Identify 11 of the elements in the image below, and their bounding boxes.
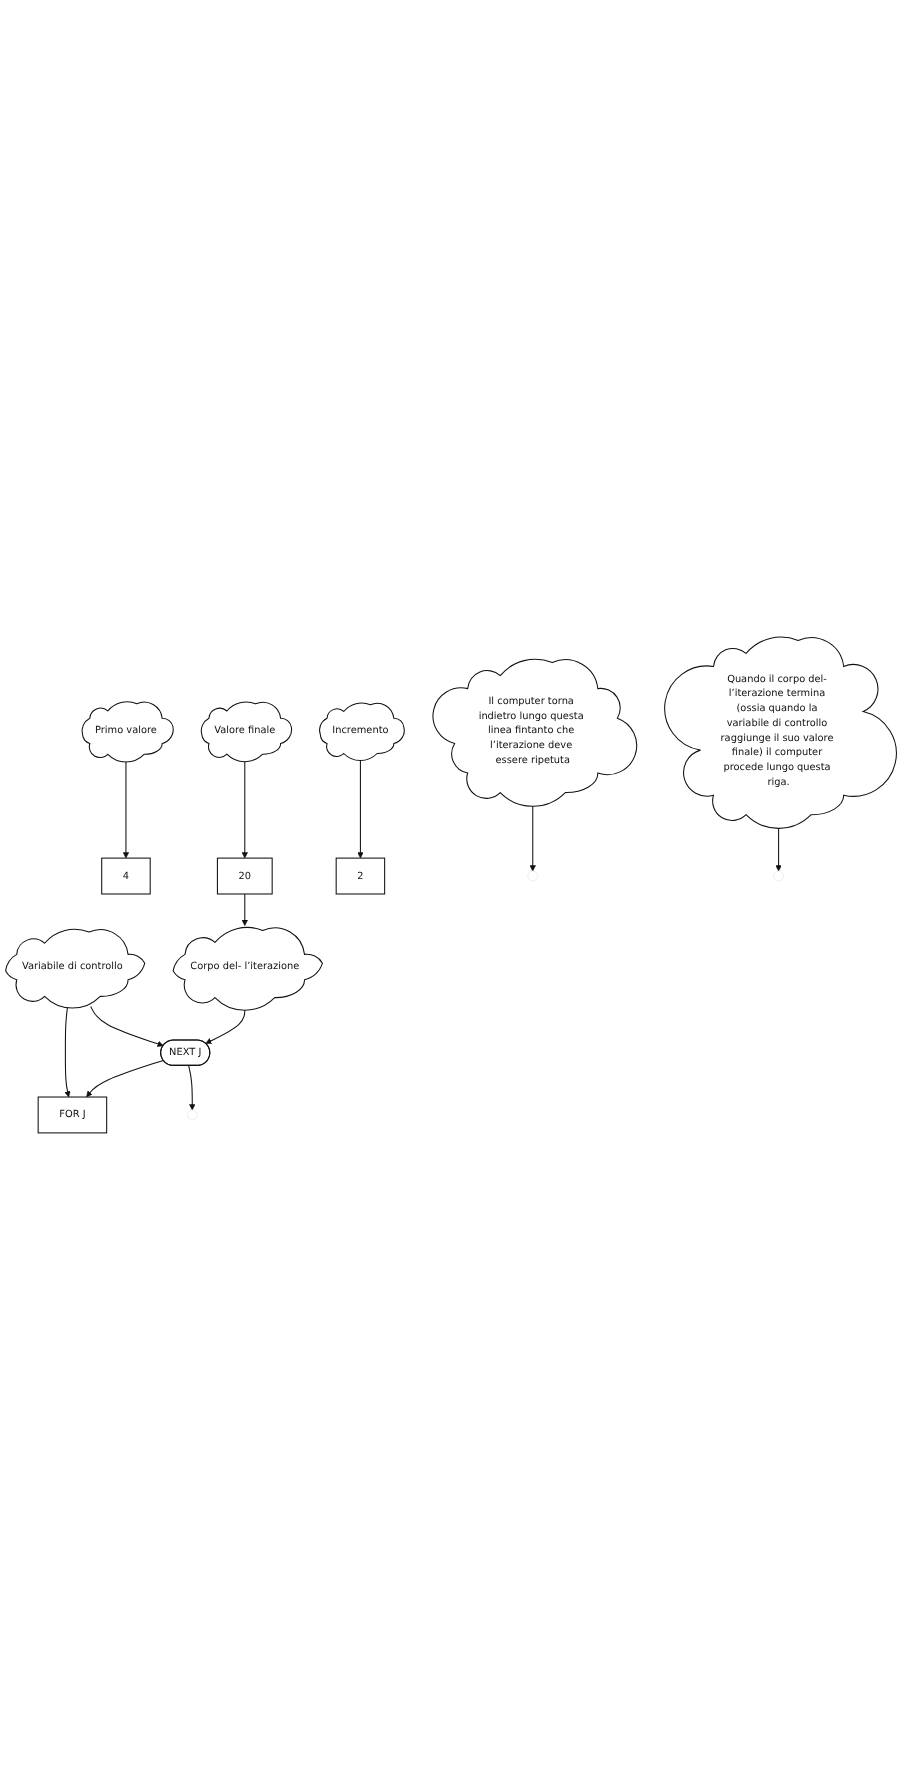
arrow <box>241 760 248 859</box>
arrow <box>188 1065 196 1111</box>
arrow <box>775 825 782 872</box>
arrow <box>205 1007 246 1044</box>
arrow <box>122 760 130 859</box>
arrow <box>241 893 248 926</box>
arrow <box>64 1005 71 1098</box>
arrow <box>90 1005 164 1047</box>
arrow <box>357 759 364 859</box>
arrow <box>86 1059 164 1098</box>
arrow <box>529 803 536 872</box>
